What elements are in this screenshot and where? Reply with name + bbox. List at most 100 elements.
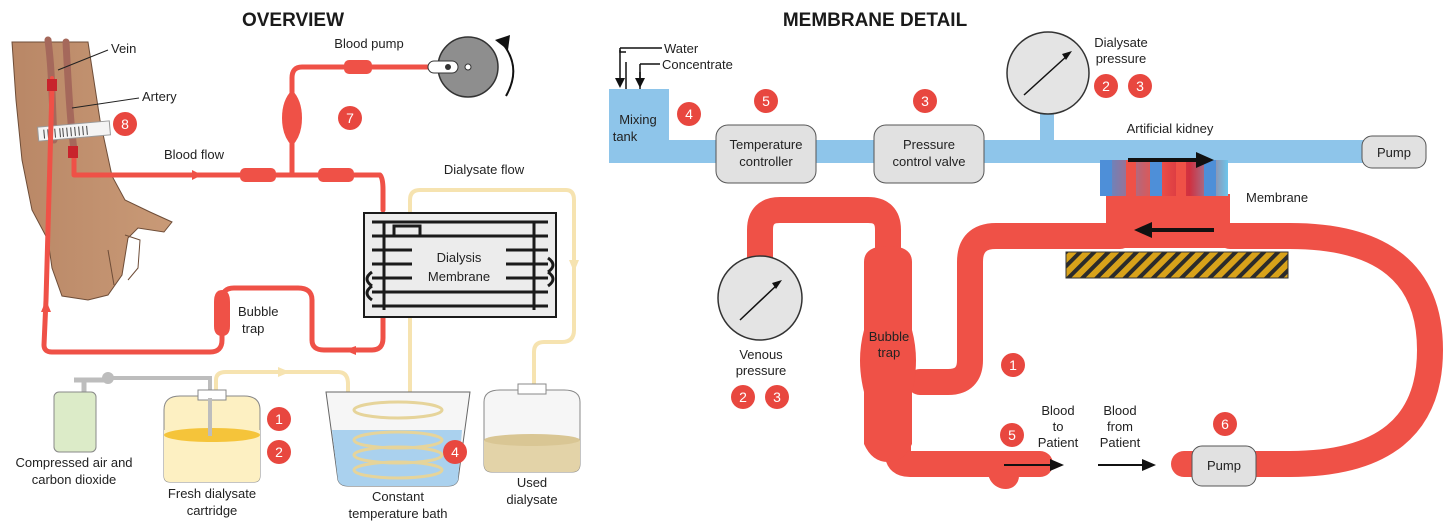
overview-heading: OVERVIEW <box>242 10 344 31</box>
used-label-line1: Used <box>517 475 547 490</box>
to-patient-arrow-head <box>1050 459 1064 471</box>
svg-text:4: 4 <box>685 106 693 122</box>
detail-bubble-trap-line1: Bubble <box>869 329 909 344</box>
blood-from-patient-line1: Blood <box>1103 403 1136 418</box>
svg-text:Pressure: Pressure <box>903 137 955 152</box>
concentrate-label: Concentrate <box>662 57 733 72</box>
inline-filter-1 <box>240 168 276 182</box>
blood-to-patient-line2: to <box>1053 419 1064 434</box>
svg-text:Temperature: Temperature <box>730 137 803 152</box>
fresh-label-line1: Fresh dialysate <box>168 486 256 501</box>
detail-bubble-trap-line2: trap <box>878 345 900 360</box>
svg-text:3: 3 <box>773 389 781 405</box>
dialysis-membrane-unit: Dialysis Membrane <box>363 212 557 318</box>
blood-flow-label: Blood flow <box>164 147 225 162</box>
svg-text:controller: controller <box>739 154 793 169</box>
marker-3-valve: 3 <box>913 89 937 113</box>
constant-temperature-bath <box>325 391 471 487</box>
bubble-trap-label-line1: Bubble <box>238 304 278 319</box>
dialysate-flow-lines <box>214 188 579 432</box>
svg-text:5: 5 <box>1008 427 1016 443</box>
from-patient-arrow-head <box>1142 459 1156 471</box>
dialysate-pressure-line1: Dialysate <box>1094 35 1147 50</box>
marker-3-venous: 3 <box>765 385 789 409</box>
svg-text:7: 7 <box>346 110 354 126</box>
fresh-dialysate-cartridge <box>163 389 261 483</box>
svg-text:3: 3 <box>1136 78 1144 94</box>
dialysate-flow-label: Dialysate flow <box>444 162 525 177</box>
marker-4-detail: 4 <box>677 102 701 126</box>
svg-text:5: 5 <box>762 93 770 109</box>
svg-text:8: 8 <box>121 116 129 132</box>
marker-1: 1 <box>267 407 291 431</box>
return-flow-arrow <box>41 300 51 312</box>
artificial-kidney-membrane <box>1065 152 1289 279</box>
vein-needle <box>47 79 57 91</box>
pressure-control-valve: Pressure control valve <box>873 124 985 184</box>
marker-5-patient: 5 <box>1000 423 1024 447</box>
svg-text:Pump: Pump <box>1377 145 1411 160</box>
blood-flow-arrow <box>192 170 202 180</box>
artery-needle <box>68 146 78 158</box>
svg-text:Pump: Pump <box>1207 458 1241 473</box>
venous-pressure-line1: Venous <box>739 347 783 362</box>
dialysate-pressure-line2: pressure <box>1096 51 1147 66</box>
svg-text:3: 3 <box>921 93 929 109</box>
mixing-label-line1: Mixing <box>619 112 657 127</box>
pump-connector <box>344 60 372 74</box>
svg-text:1: 1 <box>275 411 283 427</box>
bubble-trap-label-line2: trap <box>242 321 264 336</box>
dialysate-pressure-gauge <box>1006 31 1090 115</box>
svg-text:4: 4 <box>451 444 459 460</box>
membrane-detail-heading: MEMBRANE DETAIL <box>783 10 968 31</box>
venous-pressure-gauge <box>717 255 803 341</box>
bath-label-line1: Constant <box>372 489 424 504</box>
vein-label: Vein <box>111 41 136 56</box>
water-label: Water <box>664 41 699 56</box>
blood-pump-label: Blood pump <box>334 36 403 51</box>
svg-text:6: 6 <box>1221 416 1229 432</box>
blood-pump-bottom: Pump <box>1191 445 1257 487</box>
vein-leader <box>57 49 109 71</box>
marker-8: 8 <box>113 112 137 136</box>
membrane-label: Membrane <box>1246 190 1308 205</box>
svg-text:2: 2 <box>275 444 283 460</box>
blood-to-patient-line1: Blood <box>1041 403 1074 418</box>
artery-label: Artery <box>142 89 177 104</box>
marker-2-dialysate: 2 <box>1094 74 1118 98</box>
inline-filter-2 <box>318 168 354 182</box>
marker-2-venous: 2 <box>731 385 755 409</box>
marker-7: 7 <box>338 106 362 130</box>
used-label-line2: dialysate <box>506 492 557 507</box>
artery-leader <box>71 97 140 109</box>
air-label-line2: carbon dioxide <box>32 472 117 487</box>
patient-arm <box>11 36 173 301</box>
marker-5-temperature: 5 <box>754 89 778 113</box>
marker-6-pump: 6 <box>1213 412 1237 436</box>
used-dialysate-container <box>483 383 581 473</box>
svg-text:2: 2 <box>739 389 747 405</box>
marker-3-dialysate: 3 <box>1128 74 1152 98</box>
blood-pump <box>427 35 515 98</box>
marker-2: 2 <box>267 440 291 464</box>
svg-text:control valve: control valve <box>893 154 966 169</box>
artificial-kidney-label: Artificial kidney <box>1127 121 1214 136</box>
air-label-line1: Compressed air and <box>15 455 132 470</box>
venous-pressure-line2: pressure <box>736 363 787 378</box>
blood-from-patient-line2: from <box>1107 419 1133 434</box>
membrane-out-arrow <box>344 346 356 355</box>
detail-blood-loop <box>747 194 1443 489</box>
blood-to-patient-line3: Patient <box>1038 435 1079 450</box>
dialysate-supply-line <box>609 47 1369 163</box>
detail-bubble-trap <box>860 246 916 462</box>
bath-label-line2: temperature bath <box>348 506 447 521</box>
marker-4-overview: 4 <box>443 440 467 464</box>
drip-chamber <box>282 90 302 146</box>
membrane-label-line1: Dialysis <box>437 250 482 265</box>
overview-bubble-trap <box>214 290 230 336</box>
fresh-label-line2: cartridge <box>187 503 238 518</box>
dialysate-pump-top: Pump <box>1361 135 1427 169</box>
membrane-label-line2: Membrane <box>428 269 490 284</box>
